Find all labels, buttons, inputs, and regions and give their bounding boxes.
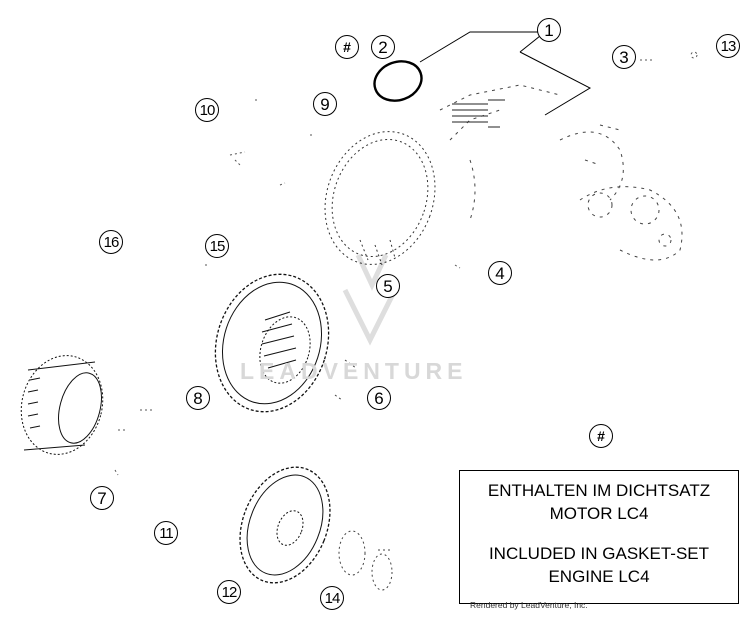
callout-12[interactable]: 12	[217, 580, 241, 604]
callout-3[interactable]: 3	[612, 45, 636, 69]
callout-4[interactable]: 4	[488, 261, 512, 285]
callout-13[interactable]: 13	[716, 34, 740, 58]
callout-15[interactable]: 15	[205, 234, 229, 258]
o-ring-part	[373, 60, 423, 102]
gasket-note-en-line1: INCLUDED IN GASKET-SET	[488, 544, 710, 563]
shaft-splines	[452, 99, 505, 128]
gasket-note-box: ENTHALTEN IM DICHTSATZ MOTOR LC4 INCLUDE…	[459, 470, 739, 604]
callout-11[interactable]: 11	[154, 521, 178, 545]
lower-gear-part	[239, 466, 331, 584]
callout-8[interactable]: 8	[186, 386, 210, 410]
callout-7[interactable]: 7	[90, 486, 114, 510]
watermark-logo	[342, 253, 398, 346]
callout-16[interactable]: 16	[99, 230, 123, 254]
small-part-marks	[114, 99, 461, 476]
callout-2[interactable]: 2	[371, 35, 395, 59]
callout-5[interactable]: 5	[376, 274, 400, 298]
pin-part	[334, 359, 357, 401]
gasket-note-en-line2: ENGINE LC4	[548, 567, 650, 586]
gasket-note-german: ENTHALTEN IM DICHTSATZ MOTOR LC4	[460, 471, 738, 525]
thrust-washer-part	[338, 530, 393, 591]
gasket-note-de-line1: ENTHALTEN IM DICHTSATZ	[487, 481, 711, 500]
render-credit: Rendered by LeadVenture, Inc.	[470, 600, 588, 610]
callout-6[interactable]: 6	[367, 386, 391, 410]
clutch-gear-part	[214, 273, 330, 413]
callout-1[interactable]: 1	[537, 18, 561, 42]
screw-part	[640, 51, 698, 61]
cover-housing-part	[439, 84, 683, 261]
gasket-note-de-line2: MOTOR LC4	[549, 504, 649, 523]
callout-9[interactable]: 9	[313, 92, 337, 116]
housing-leader-lines	[419, 31, 592, 116]
callout-gasket-marker[interactable]: #	[589, 424, 613, 448]
large-gear-part	[324, 131, 436, 266]
callout-10[interactable]: 10	[195, 98, 219, 122]
callout-gasket-marker-top[interactable]: #	[335, 35, 359, 59]
spacer-washer-part	[118, 409, 152, 431]
ring-gear-part	[20, 355, 104, 455]
callout-14[interactable]: 14	[320, 586, 344, 610]
gasket-note-english: INCLUDED IN GASKET-SET ENGINE LC4	[460, 542, 738, 588]
watermark-text: LEADVENTURE	[240, 358, 468, 384]
